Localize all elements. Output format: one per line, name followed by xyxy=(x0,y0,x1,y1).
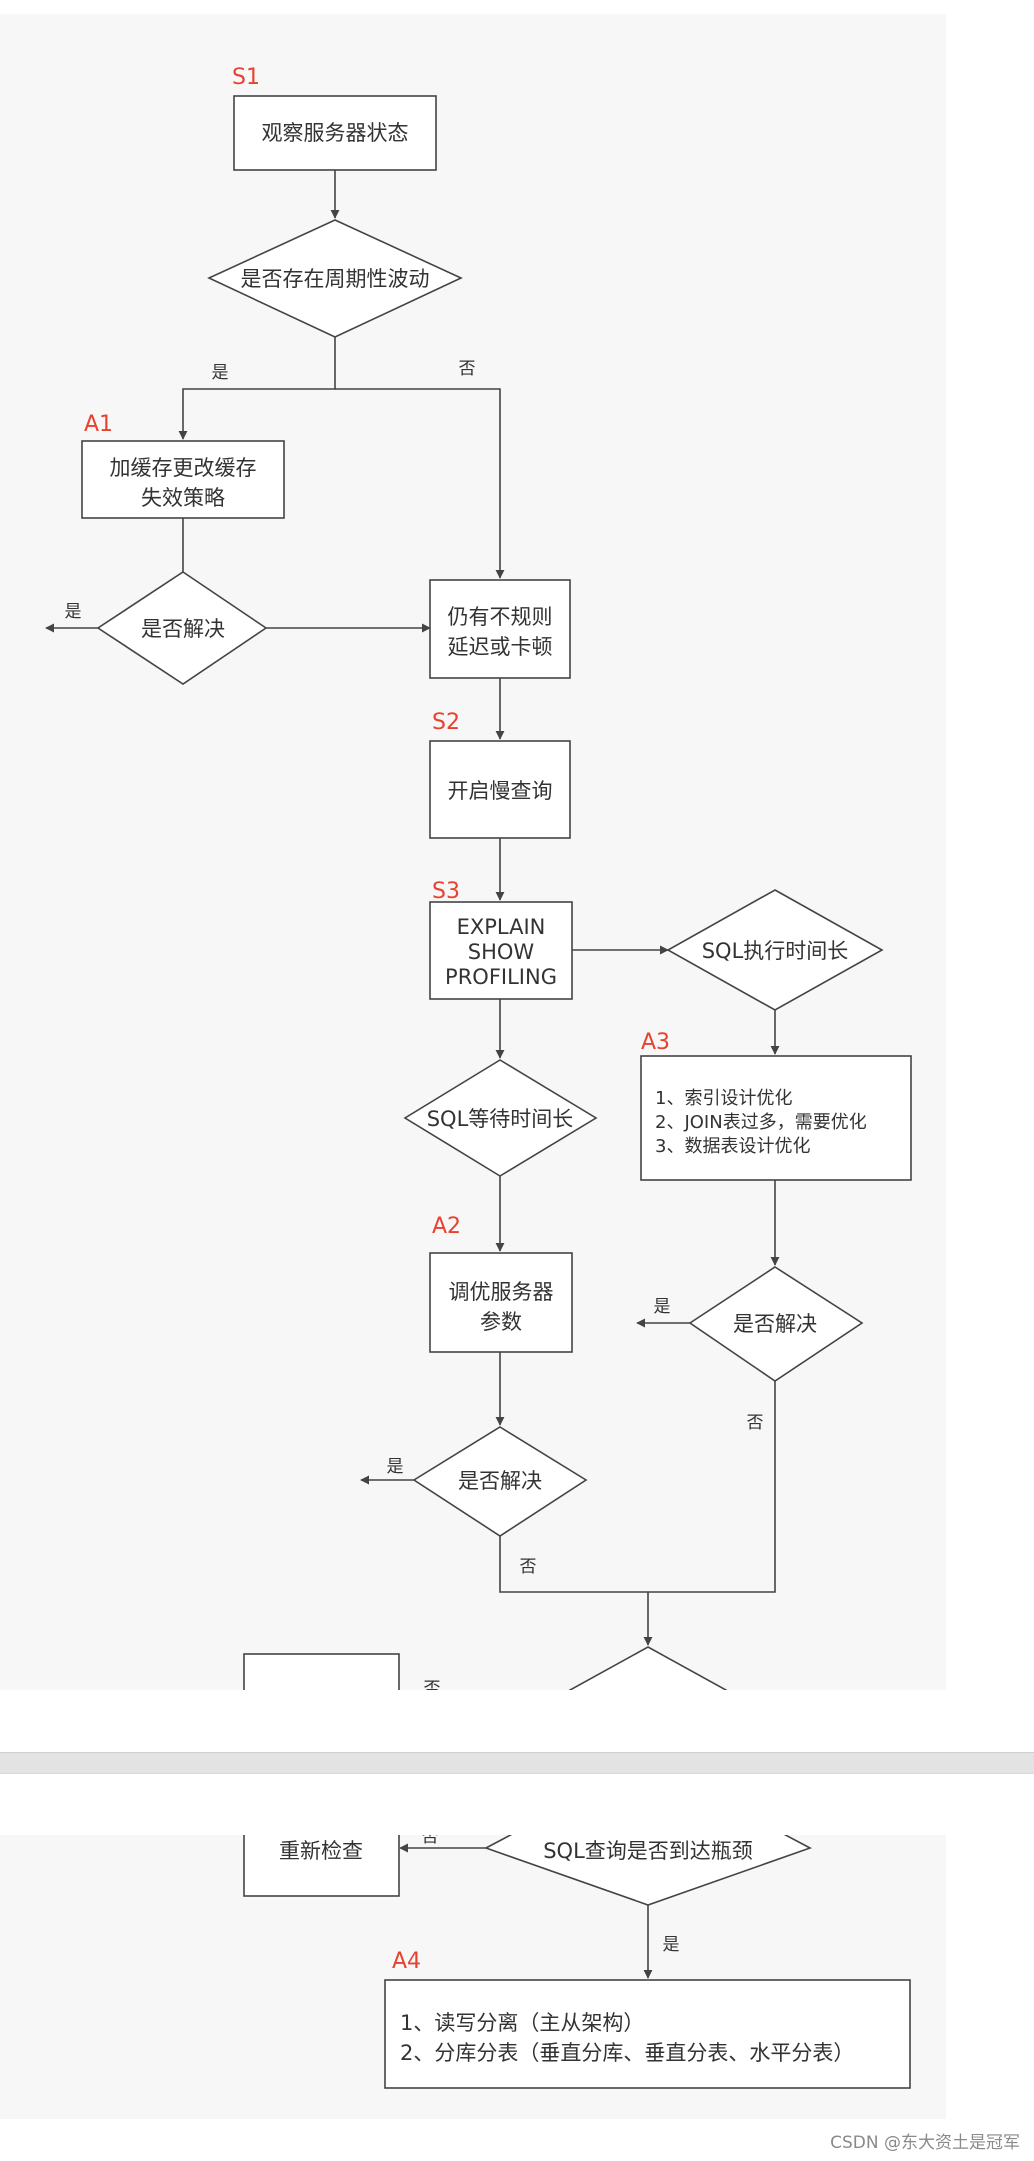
step-label-s3: S3 xyxy=(432,879,460,904)
edge-label-resolved3-yes: 是 xyxy=(654,1297,671,1317)
node-explain-line2: SHOW xyxy=(468,940,535,964)
node-irregular-delay xyxy=(429,579,571,679)
node-a3-line1: 1、索引设计优化 xyxy=(655,1088,792,1109)
csdn-watermark: CSDN @东大资土是冠军 xyxy=(830,2133,1020,2153)
node-periodic-fluctuation-diamond xyxy=(207,219,463,338)
edge-resolved3-no-to-merge xyxy=(648,1381,776,1593)
node-explain-line1: EXPLAIN xyxy=(457,915,546,939)
node-resolved-2-label: 是否解决 xyxy=(458,1469,542,1493)
node-a4-line1: 1、读写分离（主从架构） xyxy=(400,2011,644,2035)
node-sql-exec-long-label: SQL执行时间长 xyxy=(702,939,849,963)
node-a4-solutions xyxy=(384,1979,911,2089)
node-explain-line3: PROFILING xyxy=(445,965,557,989)
step-label-s1: S1 xyxy=(232,65,260,90)
edge-periodic-yes-to-a1 xyxy=(178,337,336,440)
edge-label-resolved2-yes: 是 xyxy=(387,1457,404,1477)
step-label-s2: S2 xyxy=(432,710,460,735)
node-bottleneck-diamond-top xyxy=(568,1646,728,1690)
node-observe-server xyxy=(233,95,437,171)
node-sql-exec-long-diamond xyxy=(666,889,884,1011)
node-a3-line3: 3、数据表设计优化 xyxy=(655,1136,810,1157)
edge-label-periodic-no: 否 xyxy=(459,359,476,379)
node-periodic-fluctuation-label: 是否存在周期性波动 xyxy=(241,267,430,291)
node-recheck-label: 重新检查 xyxy=(279,1839,363,1863)
node-recheck xyxy=(243,1835,400,1897)
edge-resolved2-no-to-merge xyxy=(499,1536,648,1593)
node-tune-server xyxy=(429,1252,573,1353)
node-recheck-top xyxy=(243,1653,400,1690)
edge-label-resolved2-no: 否 xyxy=(520,1557,537,1577)
node-cache-strategy xyxy=(81,440,285,519)
node-a3-optimizations xyxy=(640,1055,912,1181)
node-resolved-1-label: 是否解决 xyxy=(141,617,225,641)
node-resolved-2-diamond xyxy=(412,1426,588,1537)
step-label-a2: A2 xyxy=(432,1214,461,1239)
node-sql-wait-long-label: SQL等待时间长 xyxy=(427,1107,574,1131)
node-cache-strategy-line1: 加缓存更改缓存 xyxy=(110,456,257,480)
node-bottleneck-label: SQL查询是否到达瓶颈 xyxy=(543,1839,753,1863)
node-irregular-line2: 延迟或卡顿 xyxy=(448,635,553,659)
step-label-a3: A3 xyxy=(641,1030,670,1055)
diagram-panel-top xyxy=(0,14,946,1690)
node-slow-query xyxy=(429,740,571,839)
node-tune-line1: 调优服务器 xyxy=(449,1280,554,1304)
step-label-a4: A4 xyxy=(392,1949,421,1974)
edge-label-bottleneck-yes: 是 xyxy=(663,1935,680,1955)
node-resolved-3-diamond xyxy=(688,1266,864,1382)
page-divider xyxy=(0,1752,1034,1774)
node-observe-server-label: 观察服务器状态 xyxy=(262,121,409,145)
edge-label-bottleneck-no: 否 xyxy=(422,1827,439,1847)
step-label-a1: A1 xyxy=(84,412,113,437)
node-tune-line2: 参数 xyxy=(480,1310,522,1334)
node-slow-query-label: 开启慢查询 xyxy=(448,779,553,803)
edge-label-resolved3-no: 否 xyxy=(747,1413,764,1433)
node-explain-profiling xyxy=(429,901,573,1000)
node-a3-line2: 2、JOIN表过多，需要优化 xyxy=(655,1112,867,1133)
node-irregular-line1: 仍有不规则 xyxy=(448,605,553,629)
node-resolved-3-label: 是否解决 xyxy=(733,1312,817,1336)
node-sql-wait-long-diamond xyxy=(403,1059,598,1177)
edge-label-resolved1-yes: 是 xyxy=(65,602,82,622)
edge-periodic-no-to-irregular xyxy=(335,388,505,579)
node-a4-line2: 2、分库分表（垂直分库、垂直分表、水平分表） xyxy=(400,2041,854,2065)
edge-label-bottleneck-no-top: 否 xyxy=(424,1679,441,1699)
node-bottleneck-diamond xyxy=(484,1835,812,1906)
edge-label-periodic-yes: 是 xyxy=(212,363,229,383)
node-cache-strategy-line2: 失效策略 xyxy=(141,486,225,510)
node-resolved-1-diamond xyxy=(96,571,268,685)
